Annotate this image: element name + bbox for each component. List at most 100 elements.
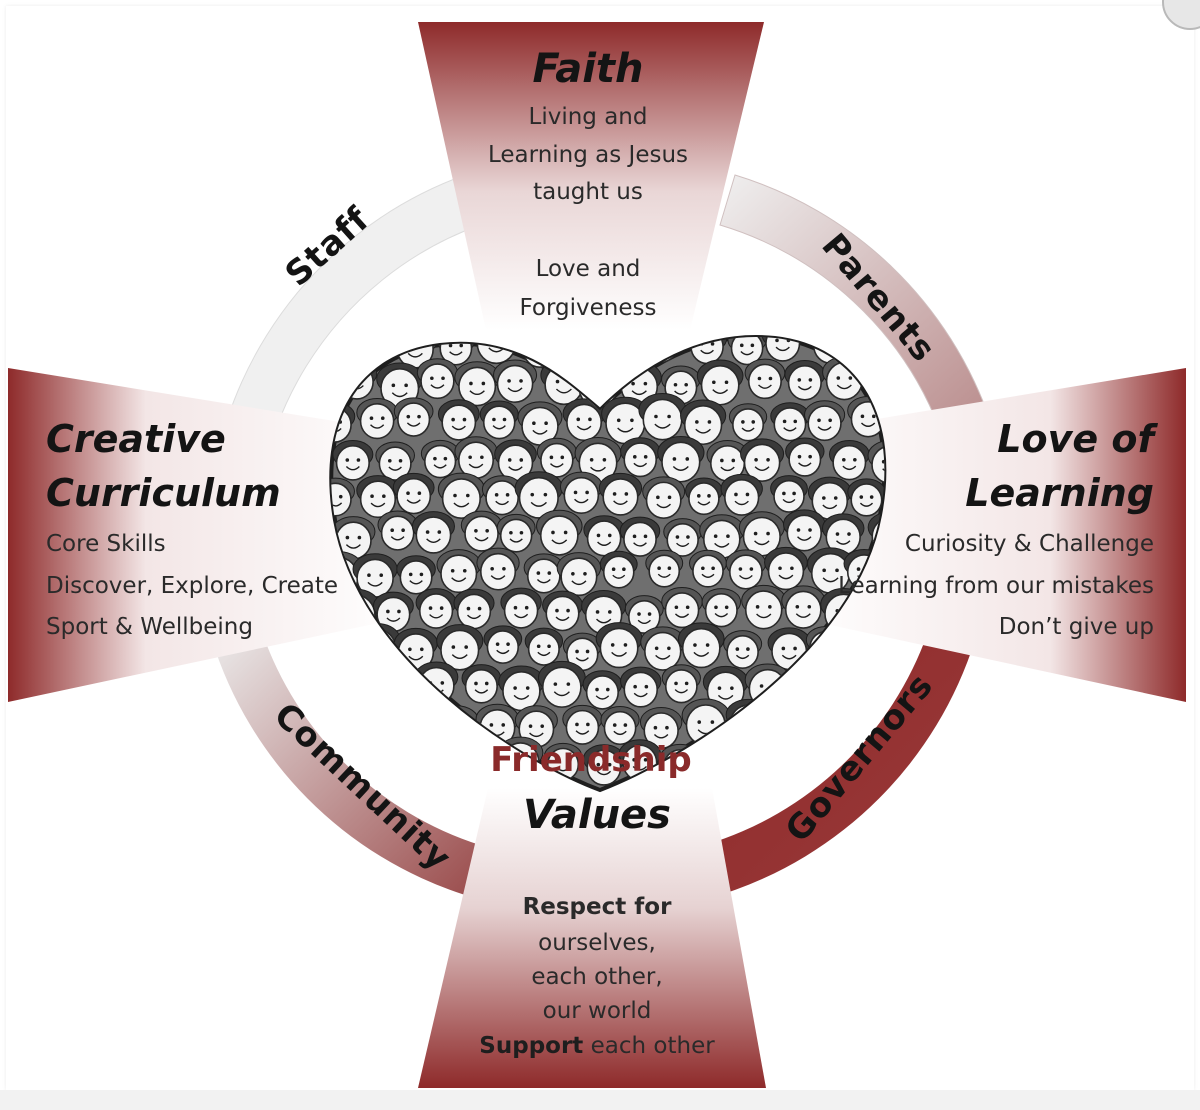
face-drawing xyxy=(821,513,865,556)
face-drawing xyxy=(375,441,415,481)
bottom-strip xyxy=(0,1090,1200,1110)
face-drawing xyxy=(723,630,763,669)
values-line-5: Support each other xyxy=(479,1033,715,1059)
face-drawing xyxy=(599,550,638,589)
values-arm xyxy=(418,788,766,1088)
face-drawing xyxy=(770,402,810,442)
face-drawing xyxy=(620,666,662,708)
values-title: Values xyxy=(523,792,671,838)
faith-line-3: taught us xyxy=(533,179,643,205)
face-drawing xyxy=(354,623,401,669)
curriculum-line-3: Sport & Wellbeing xyxy=(46,614,253,640)
face-drawing xyxy=(356,397,398,440)
face-drawing xyxy=(744,742,792,789)
face-drawing xyxy=(782,509,826,552)
face-drawing xyxy=(479,400,519,440)
face-drawing xyxy=(476,547,520,591)
face-drawing xyxy=(785,437,825,477)
face-drawing xyxy=(600,705,640,746)
face-drawing xyxy=(483,625,523,664)
ring-segment-community xyxy=(212,632,480,895)
face-drawing xyxy=(696,359,744,406)
support-bold: Support xyxy=(479,1033,583,1059)
learning-line-3: Don’t give up xyxy=(999,614,1154,640)
face-drawing xyxy=(493,359,538,404)
face-drawing xyxy=(460,510,503,552)
face-drawing xyxy=(863,361,885,404)
curriculum-arm xyxy=(8,368,402,702)
learning-arm xyxy=(798,368,1186,702)
face-drawing xyxy=(352,336,400,365)
face-drawing xyxy=(377,510,418,551)
face-drawing xyxy=(437,399,480,441)
faith-arm xyxy=(418,22,764,330)
face-drawing xyxy=(740,438,785,482)
face-drawing xyxy=(562,704,603,745)
face-drawing xyxy=(725,549,767,590)
face-drawing xyxy=(770,475,808,513)
faith-line-4: Love and xyxy=(536,256,641,282)
face-drawing xyxy=(681,698,730,747)
curriculum-line-1: Core Skills xyxy=(46,531,166,557)
face-drawing xyxy=(699,514,745,559)
face-drawing xyxy=(461,664,502,704)
face-drawing xyxy=(583,744,625,786)
face-drawing xyxy=(761,336,804,362)
face-drawing xyxy=(804,400,846,442)
face-drawing xyxy=(807,476,852,521)
faith-line-5: Forgiveness xyxy=(520,295,657,321)
face-drawing xyxy=(807,703,847,742)
face-drawing xyxy=(701,588,742,628)
face-drawing xyxy=(433,705,480,751)
face-drawing xyxy=(847,630,885,669)
face-drawing xyxy=(781,585,826,629)
face-drawing xyxy=(663,518,703,557)
face-drawing xyxy=(454,436,498,480)
face-drawing xyxy=(680,399,727,446)
face-drawing xyxy=(418,746,458,786)
face-drawing xyxy=(437,472,485,520)
face-drawing xyxy=(436,624,484,671)
face-drawing xyxy=(819,664,868,712)
learning-title-2: Learning xyxy=(965,471,1154,515)
face-drawing xyxy=(517,401,563,446)
face-drawing xyxy=(601,396,650,445)
face-drawing xyxy=(678,622,725,669)
faith-title: Faith xyxy=(532,46,643,92)
face-drawing xyxy=(352,553,398,598)
face-drawing xyxy=(661,664,701,704)
face-drawing xyxy=(542,590,583,632)
face-drawing xyxy=(720,473,763,516)
face-drawing xyxy=(638,393,687,441)
values-line-4: our world xyxy=(543,998,652,1024)
face-drawing xyxy=(331,477,355,517)
face-drawing xyxy=(562,632,602,672)
face-drawing xyxy=(373,671,413,710)
face-drawing xyxy=(661,587,703,629)
face-drawing xyxy=(514,471,563,519)
face-drawing xyxy=(867,440,885,484)
face-drawing xyxy=(559,471,603,514)
face-drawing xyxy=(728,403,768,442)
face-drawing xyxy=(620,437,661,478)
face-drawing xyxy=(599,336,641,366)
face-drawing xyxy=(703,739,751,786)
face-drawing xyxy=(514,705,558,748)
parents-label: Parents xyxy=(813,226,943,370)
face-drawing xyxy=(356,697,403,744)
face-drawing xyxy=(689,549,727,588)
face-drawing xyxy=(657,435,705,483)
face-drawing xyxy=(390,697,438,744)
face-drawing xyxy=(744,358,786,400)
face-drawing xyxy=(806,547,855,594)
face-drawing xyxy=(416,358,459,400)
values-line-2: ourselves, xyxy=(538,930,656,956)
face-drawing xyxy=(764,546,808,591)
face-drawing xyxy=(741,584,787,630)
values-line-3: each other, xyxy=(531,964,662,990)
face-drawing xyxy=(500,587,542,629)
face-drawing xyxy=(727,336,767,366)
face-drawing xyxy=(524,627,564,666)
community-label: Community xyxy=(266,695,459,879)
